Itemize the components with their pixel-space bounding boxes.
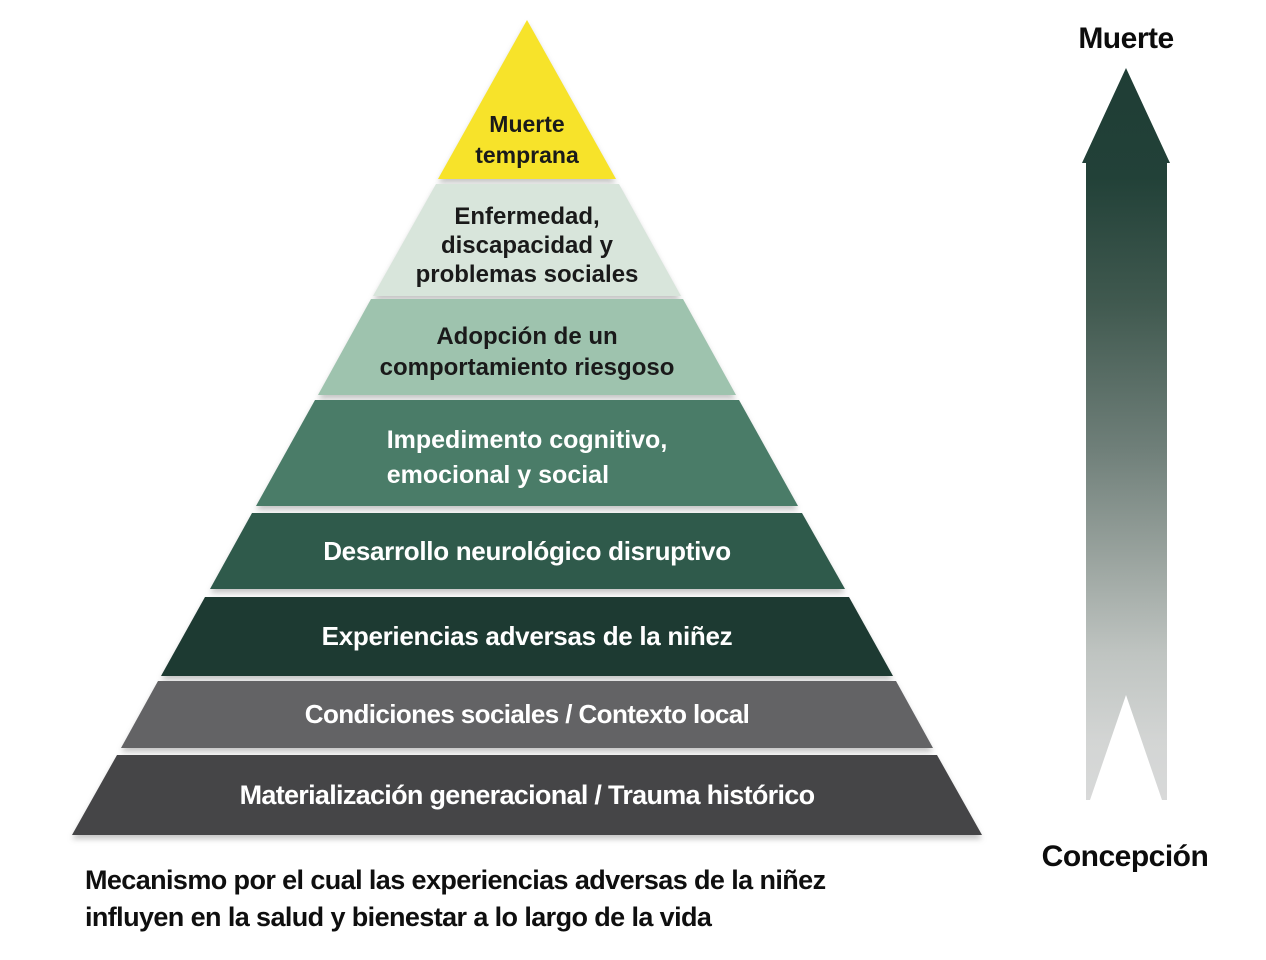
level-label: Adopción de un comportamiento riesgoso <box>380 311 675 383</box>
level-label: Impedimento cognitivo, emocional y socia… <box>387 413 668 493</box>
pyramid-level-desarrollo-neurologico: Desarrollo neurológico disruptivo <box>67 513 987 589</box>
level-label-line: Experiencias adversas de la niñez <box>321 621 733 651</box>
level-label-line: comportamiento riesgoso <box>379 354 675 381</box>
level-label-line: Condiciones sociales / Contexto local <box>304 699 750 729</box>
pyramid-level-enfermedad-discapacidad: Enfermedad, discapacidad y problemas soc… <box>67 184 987 296</box>
lifespan-arrow-icon <box>1082 68 1170 800</box>
caption-line: Mecanismo por el cual las experiencias a… <box>85 865 826 895</box>
pyramid-level-shape: Desarrollo neurológico disruptivo <box>210 513 845 589</box>
level-label-line: Materialización generacional / Trauma hi… <box>239 779 815 810</box>
level-label-line: Enfermedad, <box>454 202 600 230</box>
pyramid-level-muerte-temprana: Muerte temprana <box>67 20 987 179</box>
pyramid-level-shape: Enfermedad, discapacidad y problemas soc… <box>373 184 681 296</box>
arrow-top-label: Muerte <box>1078 22 1174 55</box>
pyramid-level-condiciones-sociales: Condiciones sociales / Contexto local <box>67 681 987 748</box>
level-label-line: Impedimento cognitivo, <box>386 426 668 454</box>
level-label: Enfermedad, discapacidad y problemas soc… <box>416 192 639 289</box>
caption-line: influyen en la salud y bienestar a lo la… <box>85 902 712 932</box>
level-label: Desarrollo neurológico disruptivo <box>323 536 731 567</box>
pyramid-level-shape: Condiciones sociales / Contexto local <box>121 681 933 748</box>
level-label-line: temprana <box>475 142 579 168</box>
pyramid-level-shape: Impedimento cognitivo, emocional y socia… <box>256 400 798 506</box>
pyramid-level-shape: Experiencias adversas de la niñez <box>161 597 893 676</box>
level-label-line: Muerte <box>489 111 565 137</box>
level-label: Experiencias adversas de la niñez <box>322 621 733 652</box>
level-label: Muerte temprana <box>475 109 579 179</box>
level-label-line: problemas sociales <box>415 260 639 288</box>
pyramid: Muerte temprana Enfermedad, discapacidad… <box>67 20 987 835</box>
level-label-line: Adopción de un <box>436 323 618 350</box>
pyramid-level-experiencias-adversas: Experiencias adversas de la niñez <box>67 597 987 676</box>
pyramid-level-adopcion-comportamiento: Adopción de un comportamiento riesgoso <box>67 299 987 395</box>
level-label-line: discapacidad y <box>440 231 614 259</box>
pyramid-level-impedimento-cognitivo: Impedimento cognitivo, emocional y socia… <box>67 400 987 506</box>
pyramid-level-shape: Muerte temprana <box>438 20 616 179</box>
arrow-bottom-label: Concepción <box>1041 840 1209 873</box>
level-label: Condiciones sociales / Contexto local <box>304 699 750 730</box>
pyramid-level-materializacion-generacional: Materialización generacional / Trauma hi… <box>67 755 987 835</box>
pyramid-level-shape: Materialización generacional / Trauma hi… <box>72 755 982 835</box>
level-label: Materialización generacional / Trauma hi… <box>240 780 815 811</box>
pyramid-level-shape: Adopción de un comportamiento riesgoso <box>318 299 736 395</box>
level-label-line: emocional y social <box>386 461 610 489</box>
level-label-line: Desarrollo neurológico disruptivo <box>323 535 731 566</box>
caption: Mecanismo por el cual las experiencias a… <box>85 862 1005 936</box>
lifespan-arrow-shape <box>1082 68 1170 800</box>
